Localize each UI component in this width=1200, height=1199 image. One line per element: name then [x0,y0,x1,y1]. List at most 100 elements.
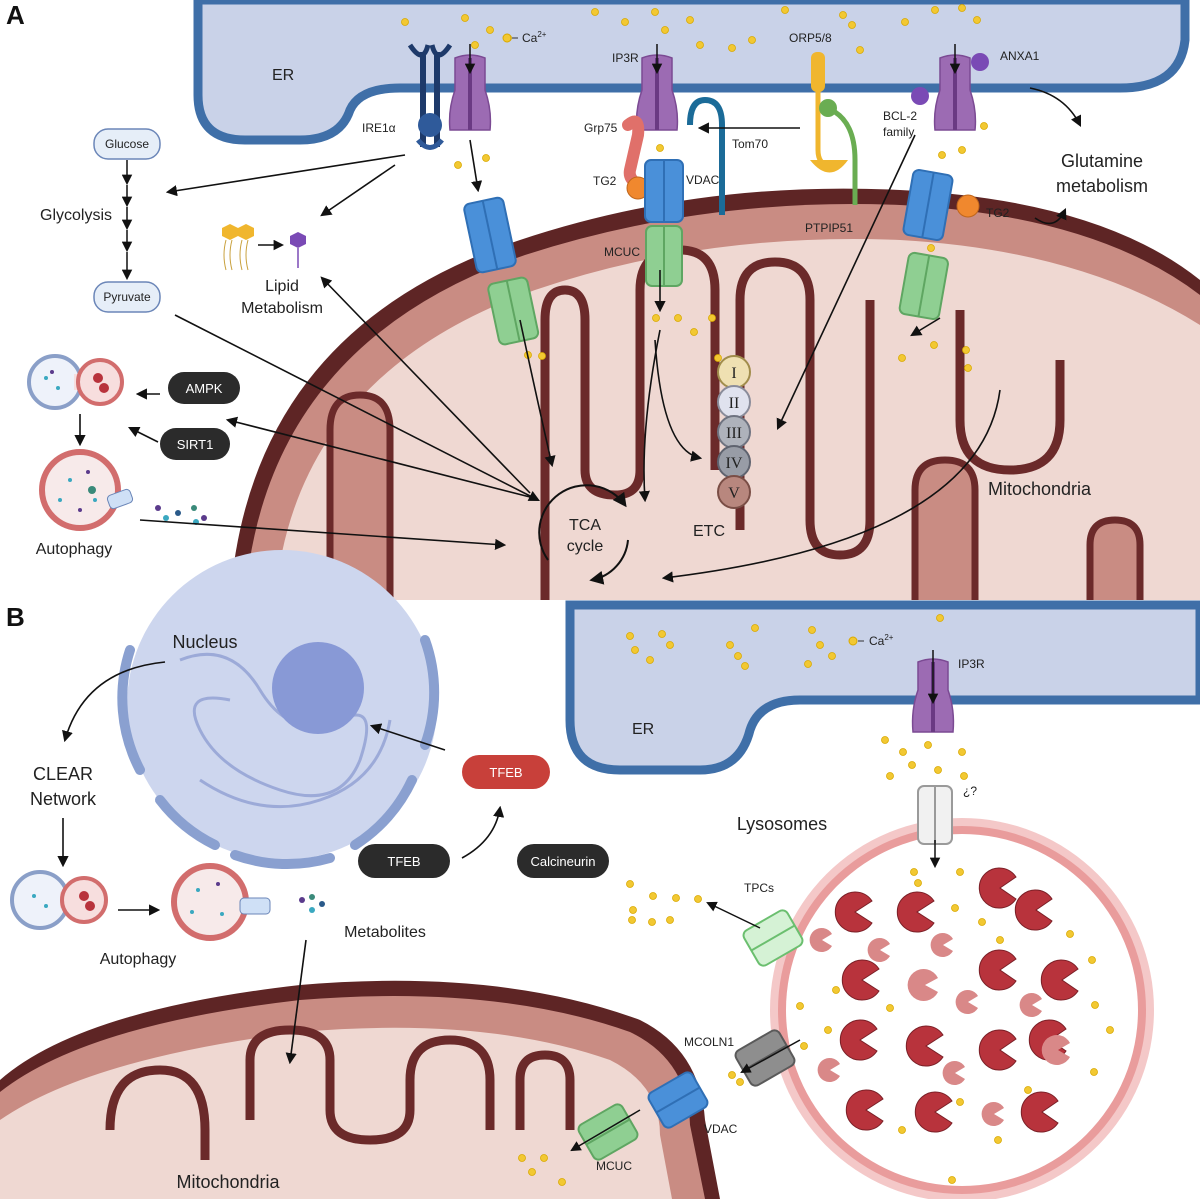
glutamine-label-1: Glutamine [1061,151,1143,171]
sirt1-label: SIRT1 [177,437,214,452]
ip3r-label-a: IP3R [612,51,639,65]
panel-b-letter: B [6,602,25,632]
vdac-channel-a3 [902,168,954,242]
tfeb-active-pill [462,755,550,789]
orp58-label: ORP5/8 [789,31,832,45]
mitochondria-label-a: Mitochondria [988,479,1092,499]
tg2-label-right: TG2 [986,206,1010,220]
ire1a-label: IRE1α [362,121,396,135]
grp75-label: Grp75 [584,121,618,135]
etc-complex-stack: I II III IV V [717,355,751,509]
tfeb-active-label: TFEB [489,765,522,780]
calcineurin-label: Calcineurin [530,854,595,869]
vdac-label-a: VDAC [686,173,720,187]
tfeb-inactive-pill [358,844,450,878]
bcl2-label-1: BCL-2 [883,109,917,123]
etc-label-ii: II [729,395,740,412]
calcium-ions-mcoln1 [728,1071,744,1086]
mcuc-channel-a1 [487,276,540,346]
calcium-label-b: Ca2+ [869,633,894,648]
autolysosome-a [39,449,134,531]
metabolite-dots-b [299,894,325,913]
etc-label-i: I [731,365,736,382]
autophagosome-lysosome-fusion-b [10,870,108,930]
vdac-label-b: VDAC [704,1122,738,1136]
mitochondrion-b [0,980,720,1199]
sirt1-pill [160,428,230,460]
autophagy-label-b: Autophagy [100,951,177,968]
ip3r-channel-a3 [933,54,977,131]
er-label-a: ER [272,67,294,84]
bcl2-protein [911,87,929,105]
tfeb-inactive-label: TFEB [387,854,420,869]
unknown-channel [917,785,953,869]
lipid-label-2: Metabolism [241,300,323,317]
mcuc-channel-a2 [645,225,683,287]
tpcs-efflux-arrow [706,901,761,929]
etc-label-iii: III [726,425,742,442]
mcoln1-label: MCOLN1 [684,1035,734,1049]
autolysosome-b [171,863,271,941]
lipid-label-1: Lipid [265,278,299,295]
etc-label: ETC [693,523,725,540]
anxa1-protein [971,53,989,71]
panel-a-letter: A [6,0,25,30]
calcium-label-a: Ca2+ [522,30,547,45]
lysosomes-label: Lysosomes [737,814,827,834]
mitochondria-label-b: Mitochondria [176,1172,280,1192]
ptpip51-label: PTPIP51 [805,221,853,235]
calcium-ions-mito-b [518,1154,566,1186]
etc-label-iv: IV [726,455,743,472]
glucose-node [93,128,161,160]
autophagosome-lysosome-fusion-a [27,354,124,410]
unknown-channel-label: ¿? [963,784,977,798]
tpcs-channel [742,909,804,967]
calcium-ions-released-b [881,736,968,780]
er-membrane-b [565,600,1200,775]
pyruvate-label: Pyruvate [103,290,151,304]
ip3r-channel-b [911,650,955,733]
pyruvate-node [93,281,161,313]
tg2-protein-right [956,194,980,218]
calcium-ions-tpcs [626,880,702,926]
calcium-ions-mito-a [454,122,988,372]
calcium-legend-icon-b [848,636,858,646]
grp75-protein [622,115,646,191]
glucose-label: Glucose [105,137,149,151]
tca-label-1: TCA [569,517,601,534]
clear-label-1: CLEAR [33,764,93,784]
autophagy-label-a: Autophagy [36,541,113,558]
er-membrane-a [193,0,1190,145]
nucleus-label: Nucleus [172,632,237,652]
etc-label-v: V [728,485,740,502]
tca-label-2: cycle [567,538,604,555]
metabolites-label: Metabolites [344,924,426,941]
anxa1-label: ANXA1 [1000,49,1040,63]
vdac-channel-b [647,1071,709,1129]
panel-a-arrows [74,87,1082,583]
tpcs-label: TPCs [744,881,774,895]
mcoln1-efflux-arrow [740,1039,801,1074]
tg2-label-left: TG2 [593,174,617,188]
clear-label-2: Network [30,789,97,809]
ampk-label: AMPK [186,381,223,396]
mito-ca-uptake-arrow-b [570,1109,641,1152]
lipid-icon [222,224,306,271]
tom70-label: Tom70 [732,137,768,151]
vdac-channel-a1 [463,196,517,274]
mcuc-channel-a3 [898,251,949,321]
calcium-ions-er-b [626,614,944,670]
calcineurin-pill [517,844,609,878]
vdac-channel-a2 [644,159,684,223]
mcuc-channel-b [577,1103,639,1161]
ptpip51-protein [819,99,858,205]
tca-cycle [538,484,629,585]
mcuc-label-b: MCUC [596,1159,632,1173]
metabolite-dots-a [155,505,207,525]
orp58-protein [810,52,848,173]
er-label-b: ER [632,721,654,738]
ire1a-receptor [407,43,453,150]
bcl2-label-2: family [883,125,914,139]
glutamine-label-2: metabolism [1056,176,1148,196]
tom70-protein [687,96,725,215]
